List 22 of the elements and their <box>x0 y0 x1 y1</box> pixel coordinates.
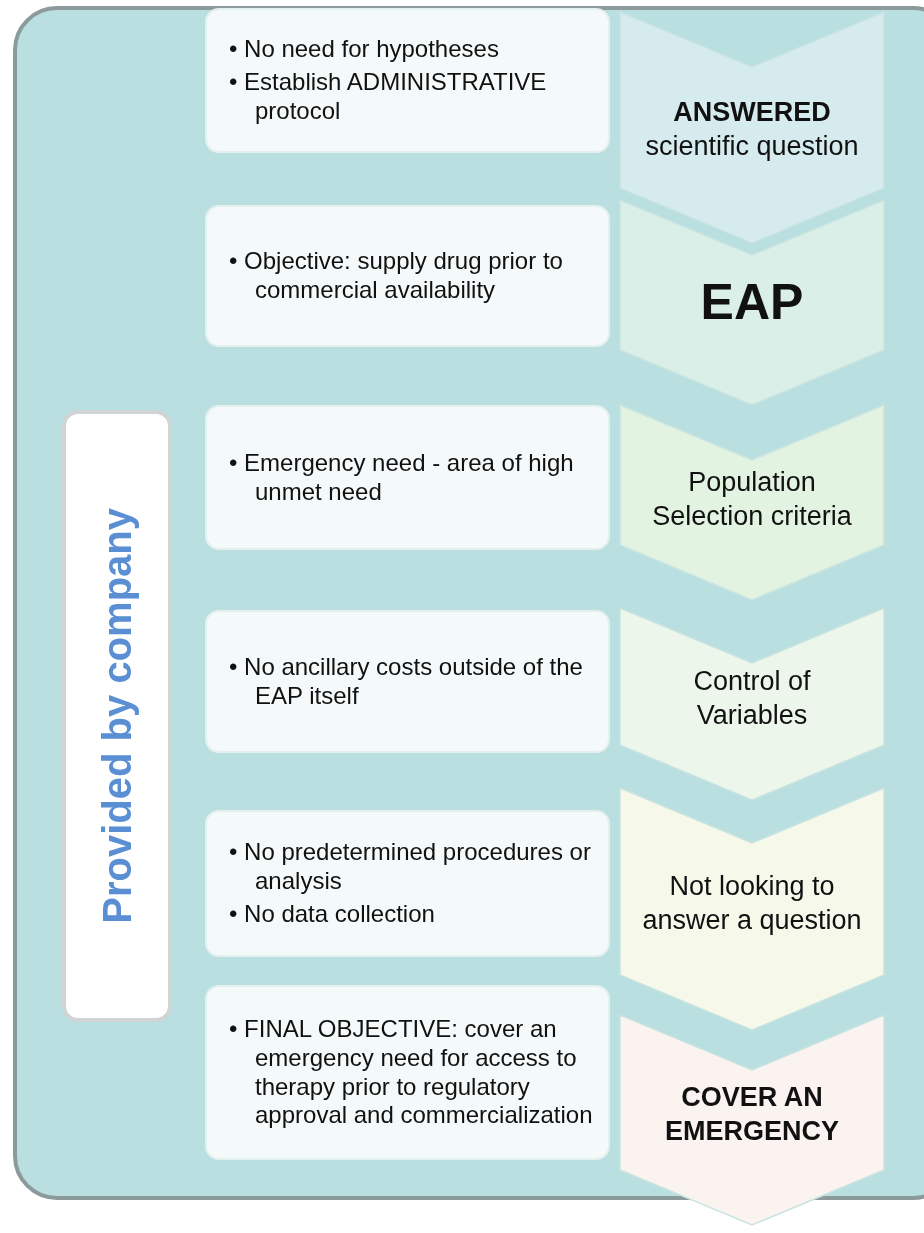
bullet-card <box>205 205 610 347</box>
side-panel <box>62 410 172 1022</box>
bullet-text: • No predetermined procedures or analysis <box>229 838 592 896</box>
chevron-label: COVER AN EMERGENCY <box>664 1081 840 1148</box>
bullet-text: • Establish ADMINISTRATIVE protocol <box>229 68 548 126</box>
bullet-text: • No data collection <box>229 899 436 929</box>
bullet-text: • No ancillary costs outside of the EAP itself <box>229 652 584 711</box>
chevron-label: Not looking to answer a question <box>641 870 863 937</box>
bullet-text: • FINAL OBJECTIVE: cover an emergency need for access to therapy prior to regulatory approval and commercialization <box>229 1014 594 1131</box>
bullet-text: • No need for hypotheses <box>229 35 500 65</box>
chevron-label: EAP <box>700 273 804 333</box>
chevron-label: ANSWERED scientific question <box>644 96 860 163</box>
bullet-card <box>205 810 610 957</box>
bullet-card <box>205 405 610 550</box>
chevron-label: Population Selection criteria <box>651 466 853 533</box>
side-label: Provided by company <box>94 508 140 924</box>
bullet-text: • Emergency need - area of high unmet need <box>229 448 575 507</box>
chevron-label: Control of Variables <box>692 665 812 732</box>
bullet-card <box>205 985 610 1160</box>
bullet-card <box>205 610 610 753</box>
bullet-card <box>205 8 610 153</box>
bullet-text: • Objective: supply drug prior to commercial availability <box>229 247 564 305</box>
